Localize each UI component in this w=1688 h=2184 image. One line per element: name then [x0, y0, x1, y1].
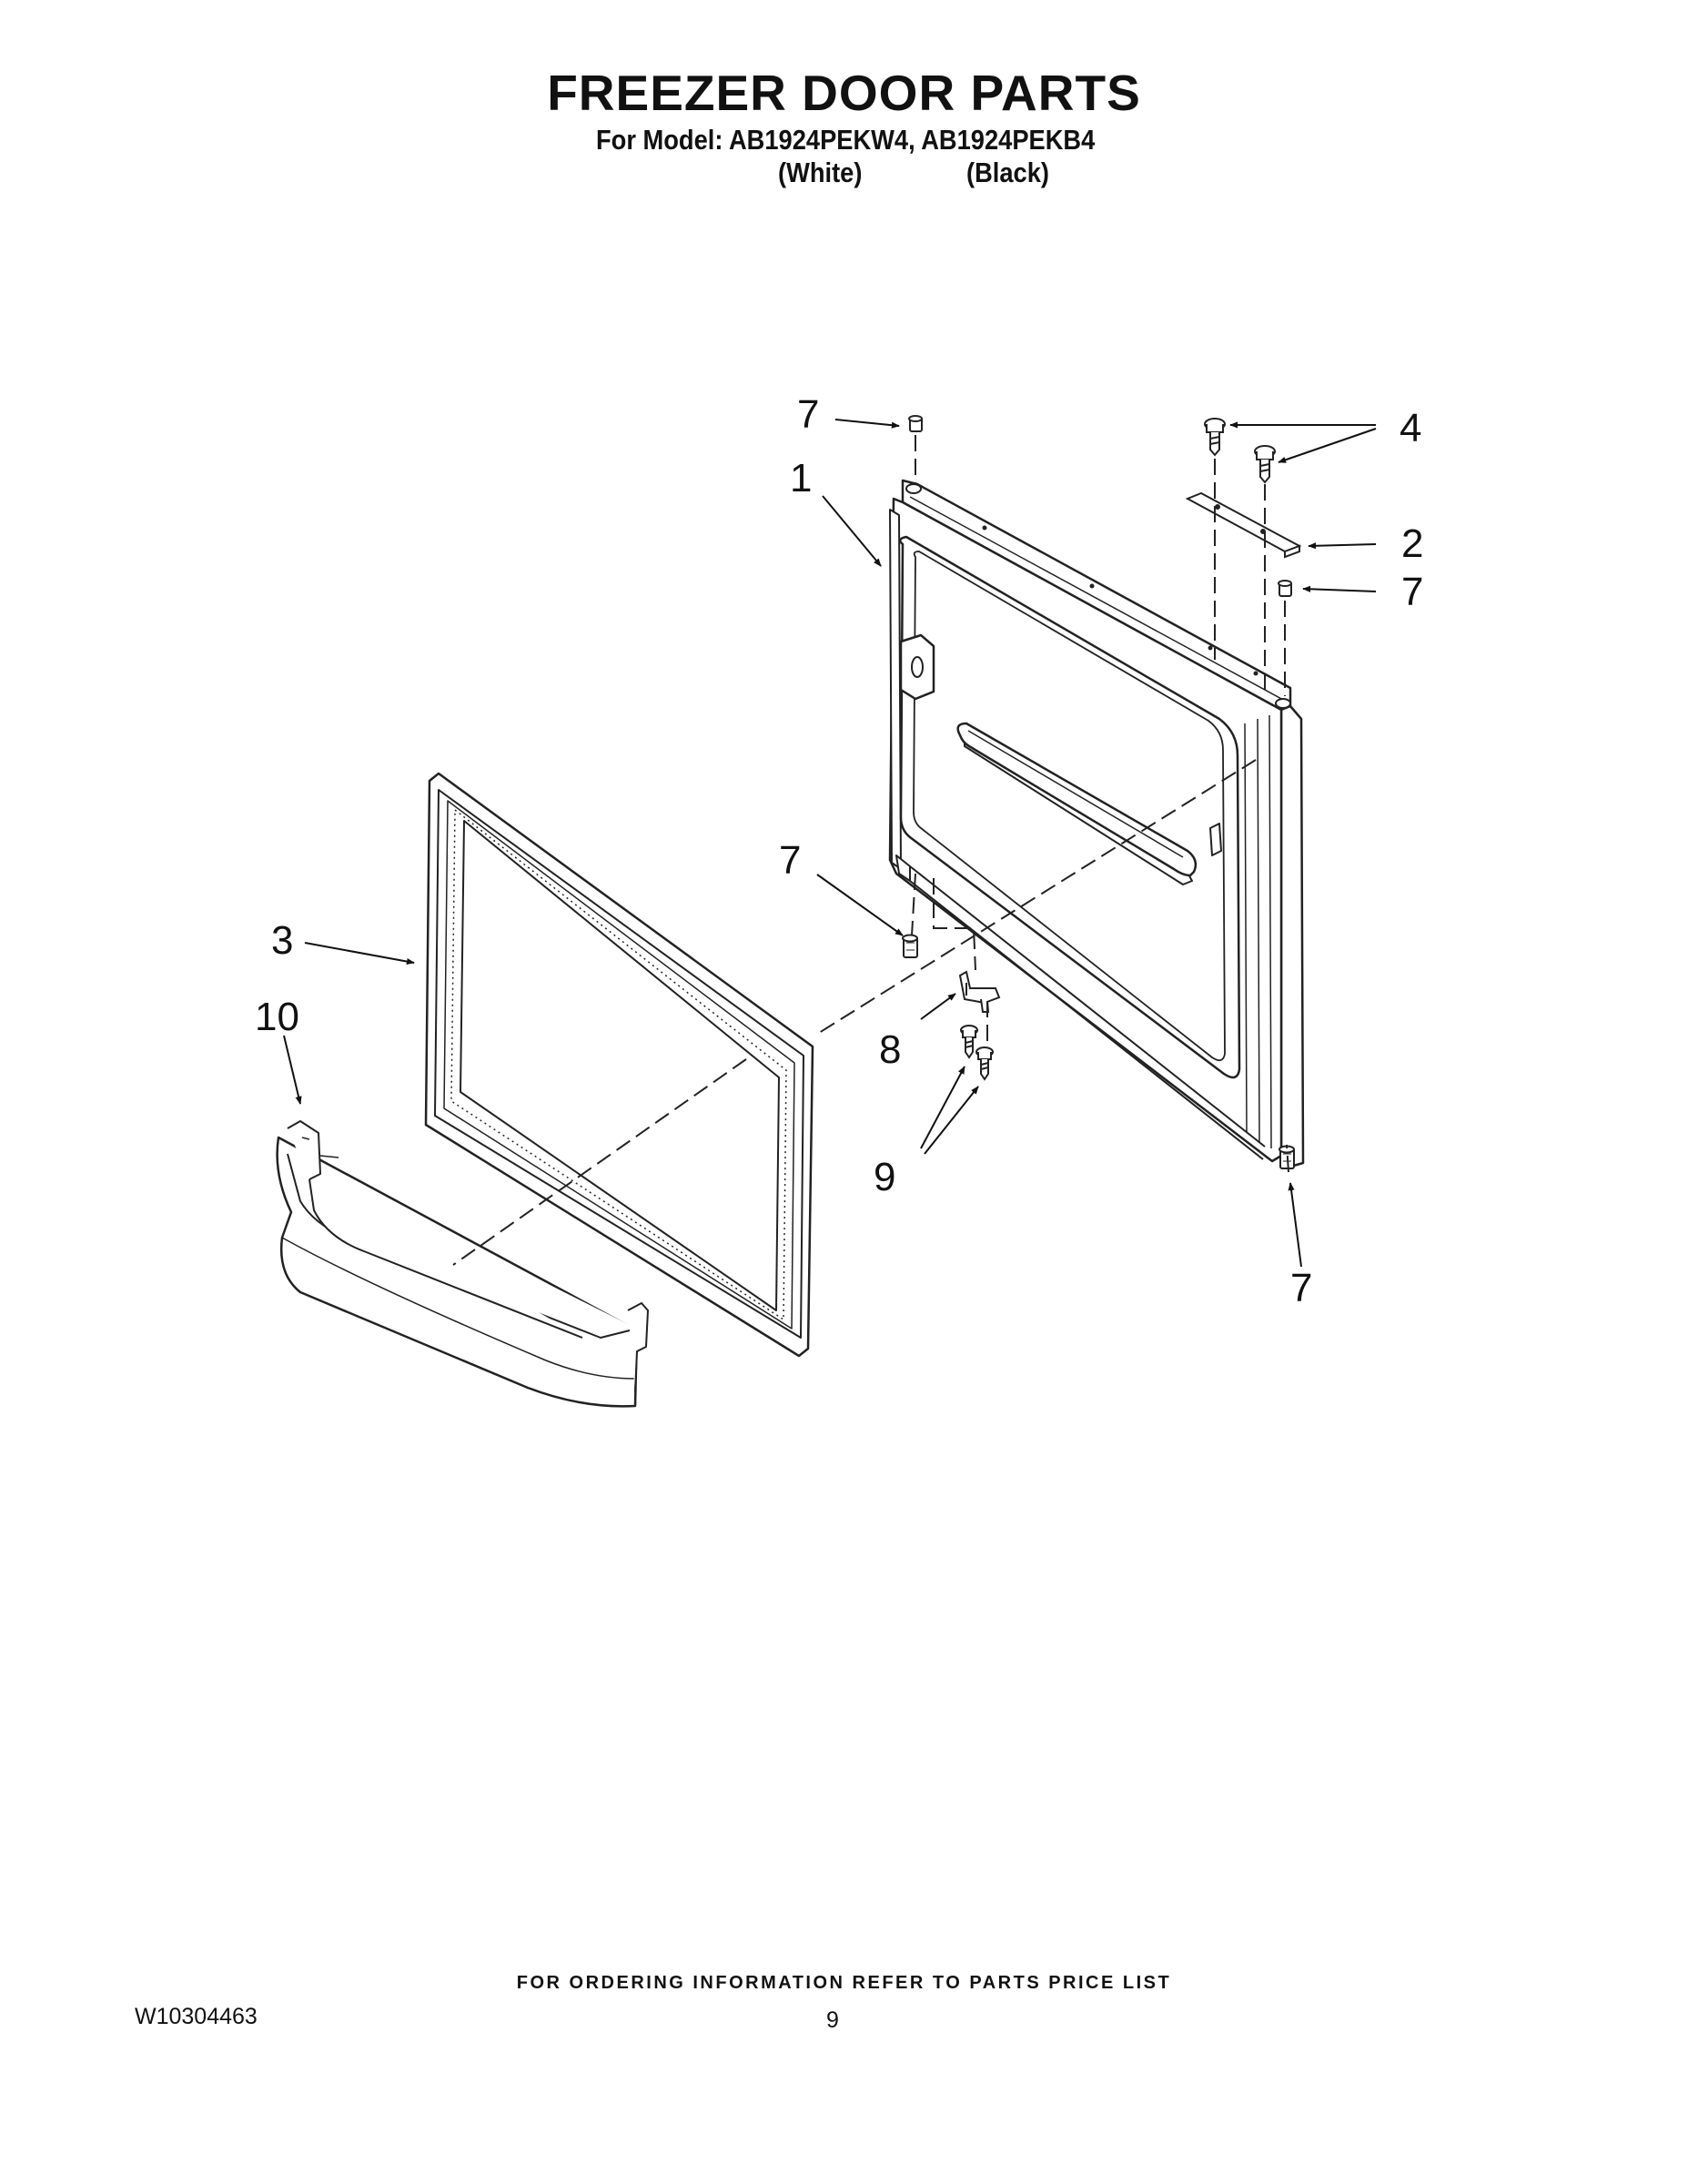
plug-top-right: [1278, 580, 1292, 597]
door-gasket: [424, 772, 814, 1358]
door-bin: [276, 1120, 649, 1408]
callout-3: 3: [271, 918, 293, 963]
callout-4: 4: [1400, 406, 1421, 450]
model-numbers: For Model: AB1924PEKW4, AB1924PEKB4: [596, 124, 1096, 156]
ordering-note: FOR ORDERING INFORMATION REFER TO PARTS …: [516, 1973, 1172, 1993]
plug-lower-center: [902, 934, 918, 958]
callout-8: 8: [879, 1027, 901, 1072]
callout-leaders: [283, 419, 1377, 1268]
hinge-screw-1: [1204, 418, 1226, 457]
plug-top-left: [908, 415, 923, 432]
hinge-screw-2: [1254, 445, 1276, 484]
callout-7-right: 7: [1401, 570, 1423, 614]
variant-black-label: (Black): [966, 157, 1049, 188]
callout-7-center: 7: [779, 838, 801, 883]
page-number: 9: [826, 2007, 839, 2033]
callout-7-top-left: 7: [797, 392, 819, 437]
callout-1: 1: [790, 456, 812, 500]
bracket-screw-2: [975, 1046, 994, 1081]
callout-7-bottom: 7: [1290, 1266, 1312, 1310]
freezer-door: [888, 479, 1305, 1168]
page-title: FREEZER DOOR PARTS: [547, 65, 1141, 121]
assembly-lines: [452, 435, 1289, 1266]
bracket-screw-1: [960, 1025, 978, 1059]
document-number: W10304463: [135, 2004, 258, 2029]
callout-9: 9: [874, 1155, 895, 1199]
hinge-plate: [1185, 491, 1302, 559]
bottom-hinge-bracket: [958, 970, 1001, 1013]
callout-10: 10: [255, 995, 299, 1039]
callout-2: 2: [1401, 521, 1423, 566]
variant-white-label: (White): [778, 157, 863, 188]
